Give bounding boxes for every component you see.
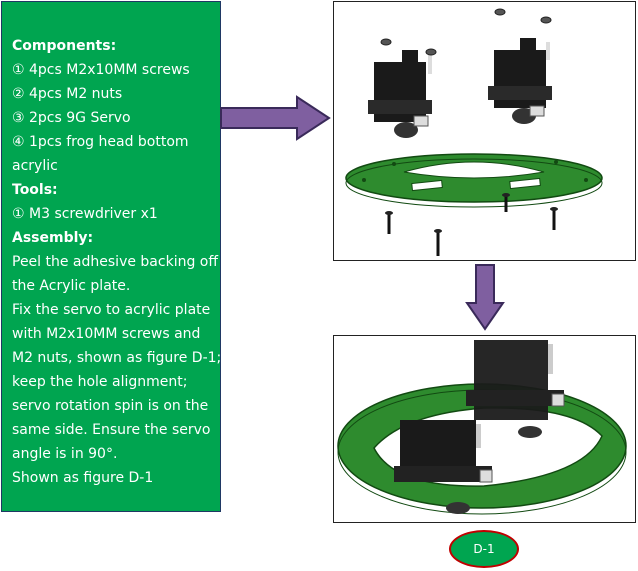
- instruction-line: ① 4pcs M2x10MM screws: [12, 58, 216, 82]
- section-heading: Assembly:: [12, 226, 216, 250]
- exploded-view-drawing: [345, 8, 603, 256]
- instruction-text: ③ 2pcs 9G Servo: [12, 110, 131, 126]
- instruction-text: Fix the servo to acrylic plate: [12, 302, 211, 318]
- instruction-text: Tools:: [12, 182, 58, 198]
- instruction-text: the Acrylic plate.: [12, 278, 131, 294]
- instruction-text: angle is in 90°.: [12, 446, 118, 462]
- section-heading: Components:: [12, 34, 216, 58]
- instruction-line: same side. Ensure the servo: [12, 418, 216, 442]
- instructions-panel: Components: ① 4pcs M2x10MM screws ② 4pcs M…: [1, 1, 221, 512]
- instruction-text: same side. Ensure the servo: [12, 422, 211, 438]
- figure-label-text: D-1: [473, 542, 495, 556]
- servo-front: [394, 420, 493, 514]
- instruction-text: ② 4pcs M2 nuts: [12, 86, 123, 102]
- instruction-line: Peel the adhesive backing off: [12, 250, 219, 274]
- assembled-view-drawing: [337, 340, 627, 515]
- screws: [387, 196, 556, 256]
- instruction-text: with M2x10MM screws and: [12, 326, 201, 342]
- instruction-text: Peel the adhesive backing off: [12, 254, 219, 270]
- instruction-text: Components:: [12, 38, 117, 54]
- instruction-text: ① 4pcs M2x10MM screws: [12, 62, 190, 78]
- exploded-view-figure: [333, 1, 636, 261]
- figure-label-d1: D-1: [449, 530, 519, 568]
- section-heading: Tools:: [12, 178, 216, 202]
- instruction-text: acrylic: [12, 158, 58, 174]
- instruction-line: M2 nuts, shown as figure D-1;: [12, 346, 221, 370]
- instruction-text: Assembly:: [12, 230, 94, 246]
- servo-right: [488, 38, 552, 124]
- assembled-view-figure: [333, 335, 636, 523]
- instruction-line: acrylic: [12, 154, 216, 178]
- instruction-line: Fix the servo to acrylic plate: [12, 298, 216, 322]
- servo-rear: [466, 340, 565, 438]
- instruction-line: ① M3 screwdriver x1: [12, 202, 216, 226]
- instruction-line: Shown as figure D-1: [12, 466, 216, 490]
- instruction-text: ① M3 screwdriver x1: [12, 206, 158, 222]
- instruction-line: ④ 1pcs frog head bottom: [12, 130, 216, 154]
- instruction-line: the Acrylic plate.: [12, 274, 216, 298]
- instruction-line: with M2x10MM screws and: [12, 322, 216, 346]
- instruction-line: keep the hole alignment;: [12, 370, 216, 394]
- instruction-line: angle is in 90°.: [12, 442, 216, 466]
- instruction-line: ③ 2pcs 9G Servo: [12, 106, 216, 130]
- instruction-line: [12, 10, 216, 34]
- right-arrow-icon: [220, 95, 331, 141]
- nuts: [380, 8, 552, 56]
- instruction-text: Shown as figure D-1: [12, 470, 154, 486]
- down-arrow-icon: [465, 264, 505, 331]
- instruction-line: ② 4pcs M2 nuts: [12, 82, 216, 106]
- instruction-text: keep the hole alignment;: [12, 374, 188, 390]
- instruction-text: servo rotation spin is on the: [12, 398, 209, 414]
- instruction-text: M2 nuts, shown as figure D-1;: [12, 350, 222, 366]
- instruction-line: servo rotation spin is on the: [12, 394, 216, 418]
- instruction-text: ④ 1pcs frog head bottom: [12, 134, 189, 150]
- servo-left: [368, 50, 432, 138]
